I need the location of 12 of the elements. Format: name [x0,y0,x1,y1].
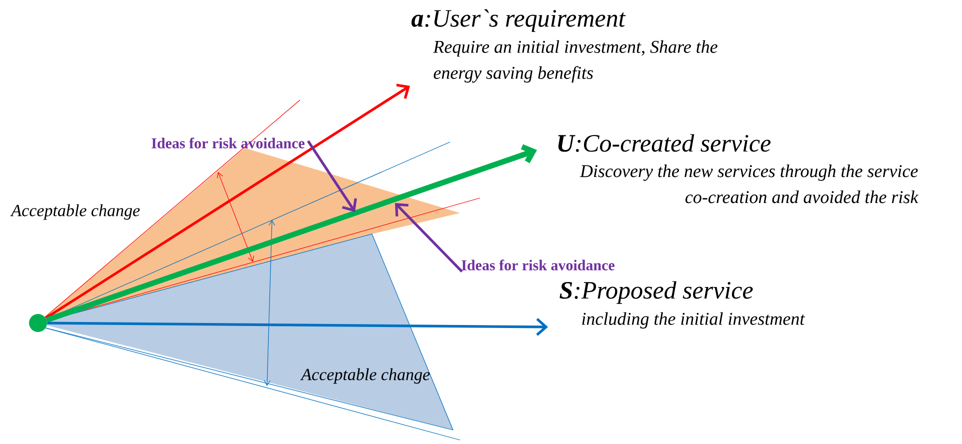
arrow [395,203,463,272]
arrow [307,140,357,212]
service-label: a:User`s requirement Require an initial investment, Share the energy saving benefits [412,9,718,83]
arrow [47,318,548,336]
idea-label: Ideas for risk avoidance [462,260,614,270]
region-label: Acceptable change [300,368,430,384]
start-point [29,314,47,332]
arrow [45,84,410,320]
region-label: Acceptable change [10,204,140,220]
service-label: S:Proposed service including the initial investment [560,281,806,329]
service-label: U:Co-created service Discovery the new services through the service co-creation and avoided the risk [558,134,918,204]
arrow [46,144,537,323]
